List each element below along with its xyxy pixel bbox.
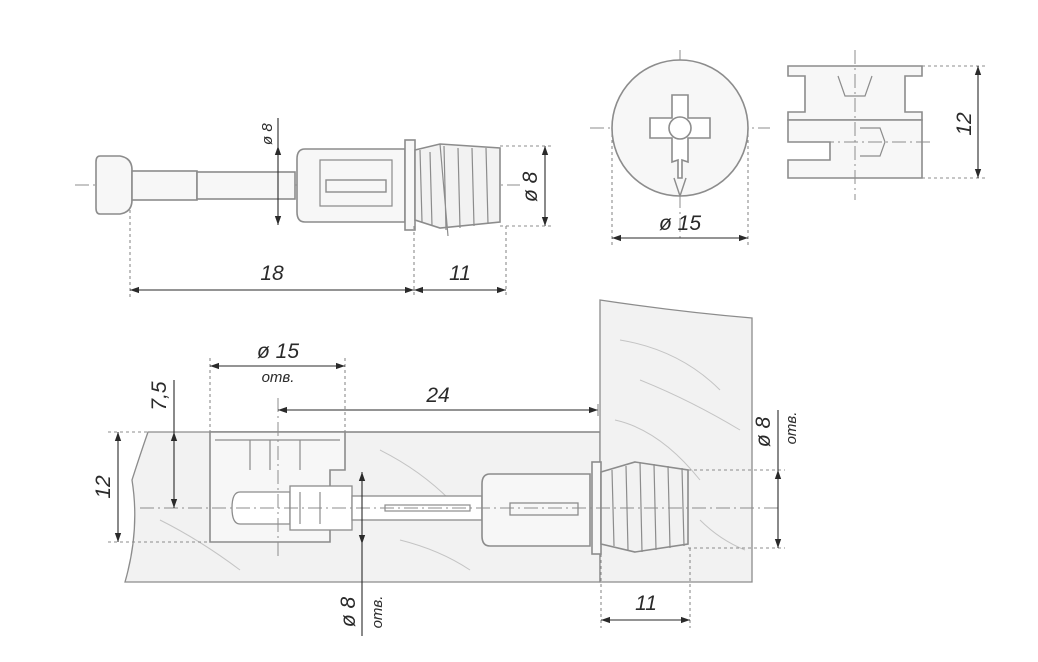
rod-slot [325, 179, 387, 193]
dowel-length-label: 11 [449, 262, 471, 285]
dowel-diameter-label: ø 8 [519, 171, 542, 202]
dowel-collar [404, 139, 416, 231]
rod-length-label: 18 [260, 262, 284, 285]
rod-body-inner [319, 159, 393, 207]
dowel-hole-note: отв. [783, 412, 800, 445]
cam-diameter-label: ø 15 [659, 212, 701, 235]
cam-side-view [787, 50, 930, 200]
cam-height-label: 12 [953, 112, 976, 136]
dowel-ribs [419, 143, 489, 237]
cam-center-hole [668, 116, 692, 140]
rod-dimensions [129, 118, 552, 298]
cam-height-assembly-label: 12 [92, 475, 115, 499]
cam-front-dimensions [611, 128, 749, 245]
rod-body-assembly [481, 473, 591, 547]
cam-hole-note: отв. [262, 369, 295, 386]
dowel-depth-label: 11 [635, 592, 657, 615]
rod-side-view [75, 139, 520, 237]
rod-head [95, 155, 133, 215]
rod-hole-diameter-label: ø 8 [337, 597, 360, 628]
rod-slot-body [509, 502, 579, 516]
assembly-dimensions [108, 358, 785, 636]
rod-body [296, 148, 406, 223]
rod-hole-note: отв. [369, 596, 386, 629]
dowel-assembly [600, 461, 689, 553]
assembly-view [124, 299, 780, 583]
rod-diameter-label: ø 8 [259, 123, 276, 145]
cam-offset-label: 7,5 [148, 381, 171, 411]
dowel-hole-diameter-label: ø 8 [752, 417, 775, 448]
cam-side-dimensions [922, 65, 985, 179]
rod-shaft [196, 171, 296, 200]
cam-hole-diameter-label: ø 15 [257, 340, 299, 363]
panel-offset-label: 24 [425, 384, 449, 407]
rod-neck [131, 170, 198, 201]
